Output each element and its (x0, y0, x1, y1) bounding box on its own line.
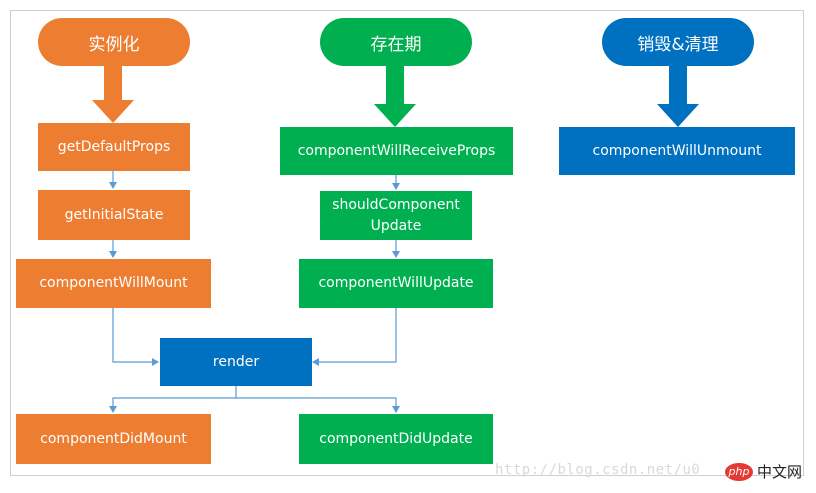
arrow-willupdate-to-render (312, 308, 397, 366)
node-componentdidupdate-label: componentDidUpdate (319, 430, 473, 447)
node-componentwillupdate-label: componentWillUpdate (318, 275, 474, 291)
arrow-render-to-didmount (109, 386, 237, 413)
node-getinitialstate: getInitialState (38, 190, 190, 240)
node-componentwillupdate: componentWillUpdate (299, 259, 493, 308)
node-componentwillreceiveprops: componentWillReceiveProps (280, 127, 513, 175)
node-render: render (160, 338, 312, 386)
phase-instantiation-label: 实例化 (88, 34, 140, 55)
phase-existence-label: 存在期 (370, 34, 422, 55)
phase-instantiation: 实例化 (38, 18, 190, 66)
phase-existence: 存在期 (320, 18, 472, 66)
arrow-render-to-didupdate (236, 397, 400, 413)
orange-phase-arrow (92, 66, 134, 123)
php-logo-text: 中文网 (757, 463, 803, 481)
node-componentdidmount-label: componentDidMount (40, 430, 187, 447)
php-logo-oval: php (725, 462, 753, 481)
node-componentwillunmount: componentWillUnmount (559, 127, 795, 175)
node-componentwillreceiveprops-label: componentWillReceiveProps (297, 142, 496, 159)
node-componentwillmount-label: componentWillMount (39, 275, 188, 291)
node-render-label: render (212, 353, 260, 370)
node-componentwillmount: componentWillMount (16, 259, 211, 308)
phase-destruction: 销毁&清理 (602, 18, 754, 66)
node-getdefaultprops: getDefaultProps (38, 123, 190, 171)
watermark-url: http://blog.csdn.net/u0 (495, 462, 701, 478)
arrow-willmount-to-render (112, 308, 159, 366)
green-phase-arrow (374, 66, 416, 127)
node-componentdidmount: componentDidMount (16, 414, 211, 464)
node-getinitialstate-label: getInitialState (64, 206, 164, 223)
phase-destruction-label: 销毁&清理 (637, 34, 719, 55)
node-componentdidupdate: componentDidUpdate (299, 414, 493, 464)
php-logo: php 中文网 (725, 461, 802, 482)
node-shouldcomponentupdate: shouldComponent Update (320, 191, 472, 240)
node-shouldcomponentupdate-label: shouldComponent Update (332, 196, 460, 234)
node-getdefaultprops-label: getDefaultProps (57, 138, 171, 155)
node-componentwillunmount-label: componentWillUnmount (592, 142, 762, 159)
blue-phase-arrow (657, 66, 699, 127)
